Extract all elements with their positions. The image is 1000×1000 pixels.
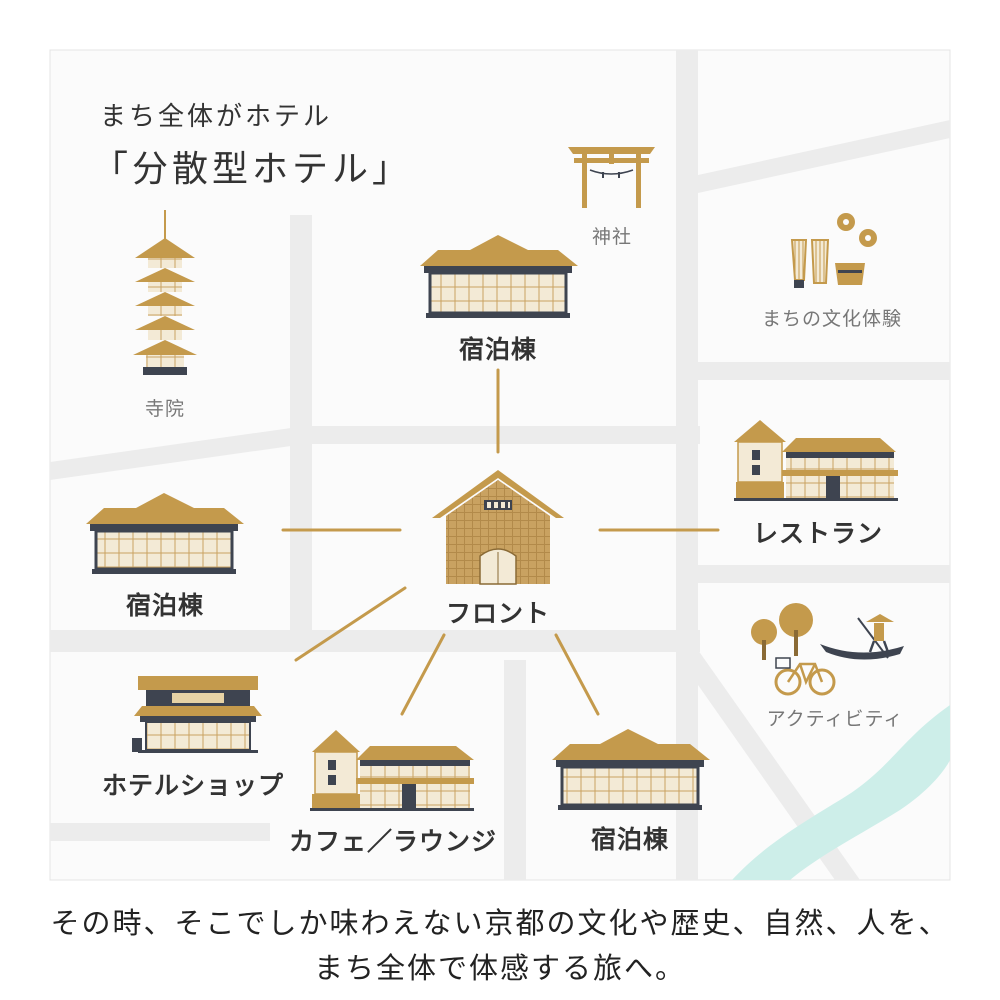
label-activity: アクティビティ bbox=[766, 708, 904, 730]
cafe-building-icon bbox=[310, 730, 474, 811]
caption-line-1: その時、そこでしか味わえない京都の文化や歴史、自然、人を、 bbox=[50, 906, 950, 940]
activity-icon bbox=[751, 603, 904, 696]
river bbox=[732, 705, 950, 880]
torii-icon bbox=[568, 147, 655, 208]
label-front: フロント bbox=[445, 599, 551, 628]
tea-ceremony-icon bbox=[790, 213, 877, 288]
label-lodging-left: 宿泊棟 bbox=[125, 591, 205, 620]
label-restaurant: レストラン bbox=[752, 519, 884, 548]
label-cafe-lounge: カフェ／ラウンジ bbox=[288, 827, 498, 856]
front-building-icon bbox=[432, 470, 564, 585]
lodging-left-building-icon bbox=[86, 493, 244, 574]
label-culture-experience: まちの文化体験 bbox=[761, 308, 903, 330]
caption-line-2: まち全体で体感する旅へ。 bbox=[313, 951, 686, 985]
lodging-bottom-building-icon bbox=[552, 729, 710, 810]
heading-title: 「分散型ホテル」 bbox=[92, 149, 413, 190]
label-temple: 寺院 bbox=[144, 398, 186, 420]
label-hotel-shop: ホテルショップ bbox=[101, 771, 285, 800]
lodging-top-building-icon bbox=[420, 235, 578, 318]
label-shrine: 神社 bbox=[591, 226, 633, 248]
heading-subtitle: まち全体がホテル bbox=[100, 102, 333, 132]
label-lodging-top: 宿泊棟 bbox=[458, 335, 538, 364]
restaurant-building-icon bbox=[734, 420, 898, 501]
roads bbox=[50, 50, 950, 880]
label-lodging-bottom: 宿泊棟 bbox=[590, 825, 670, 854]
hotel-shop-building-icon bbox=[132, 676, 262, 753]
connector-lines bbox=[281, 368, 720, 716]
pagoda-icon bbox=[133, 210, 197, 375]
